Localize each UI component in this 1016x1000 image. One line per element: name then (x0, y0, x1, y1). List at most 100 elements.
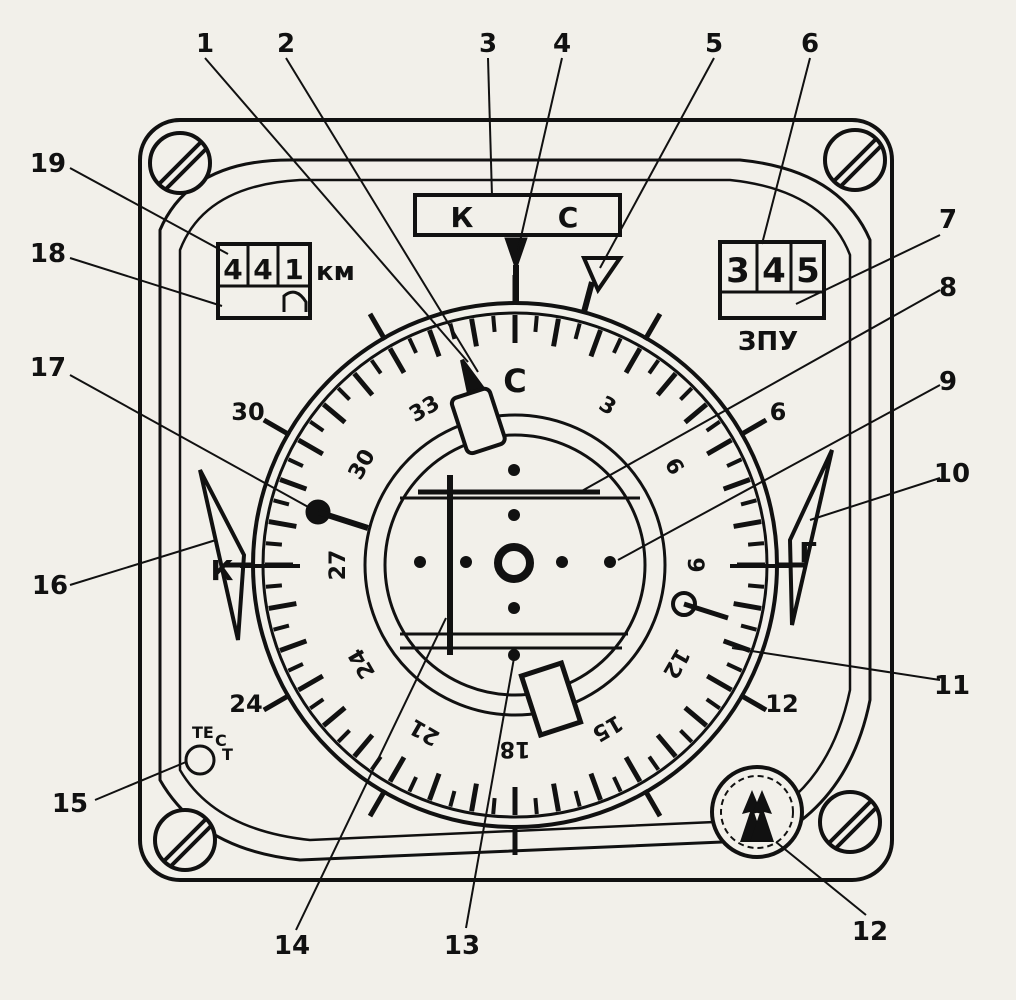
course-label: ЗПУ (738, 327, 798, 357)
distance-digit-1: 4 (223, 253, 242, 286)
callout-5: 5 (705, 29, 723, 59)
outer-num-12: 12 (765, 690, 798, 718)
callout-16: 16 (32, 571, 68, 601)
card-15: 15 (588, 709, 627, 746)
callout-13: 13 (444, 931, 480, 961)
course-digit-3: 5 (796, 251, 820, 291)
mode-window-right: С (558, 201, 579, 234)
outer-num-6: 6 (770, 398, 787, 426)
card-27: 27 (326, 550, 351, 581)
card-tick (448, 790, 457, 807)
outer-scale-numerals: 30 24 12 6 (229, 398, 798, 718)
card-tick (612, 776, 623, 793)
card-tick (336, 729, 351, 744)
card-tick (273, 498, 290, 507)
outer-scale-tick (642, 788, 663, 818)
card-tick (679, 386, 694, 401)
callout-7: 7 (939, 205, 957, 235)
card-tick (309, 419, 325, 433)
test-label-b: С (215, 731, 227, 750)
callout-17: 17 (30, 353, 66, 383)
card-tick (469, 783, 479, 812)
callout-19: 19 (30, 149, 66, 179)
card-tick (573, 323, 582, 340)
callout-4: 4 (553, 29, 571, 59)
callout-8: 8 (939, 273, 957, 303)
card-tick (612, 337, 623, 354)
radio-bearing-pointer (305, 499, 331, 525)
course-digit-2: 4 (762, 251, 786, 291)
screw-top-left (148, 131, 212, 195)
card-tick (706, 437, 733, 457)
card-tick (336, 386, 351, 401)
inner-card-numerals: С 33 30 27 24 21 18 15 12 9 6 3 (326, 362, 707, 761)
screw-top-right (823, 128, 887, 192)
card-tick (623, 347, 643, 374)
callout-1: 1 (196, 29, 214, 59)
distance-unit: км (316, 257, 355, 287)
card-tick (387, 347, 407, 374)
card-3: 3 (594, 392, 620, 421)
callout-3: 3 (479, 29, 497, 59)
card-tick (273, 623, 290, 632)
card-tick (297, 437, 324, 457)
card-tick (287, 662, 304, 673)
card-tick (279, 638, 308, 653)
outer-scale-tick (262, 417, 292, 438)
lubber-index-marker (504, 237, 528, 272)
card-tick (647, 755, 661, 771)
card-12: 12 (657, 644, 694, 683)
card-24: 24 (344, 644, 381, 683)
outer-scale-tick (367, 788, 388, 818)
instrument-housing (138, 118, 894, 882)
card-9: 9 (682, 557, 707, 572)
course-pointer-head (449, 358, 507, 456)
card-tick (679, 729, 694, 744)
callout-9: 9 (939, 367, 957, 397)
card-tick (733, 519, 762, 529)
card-tick (352, 733, 375, 759)
outer-scale-tick (262, 692, 292, 713)
card-tick (533, 315, 539, 333)
outer-scale-ticks (225, 275, 805, 855)
card-30: 30 (344, 445, 381, 484)
callout-10: 10 (934, 459, 970, 489)
card-tick (533, 797, 539, 815)
card-tick (722, 638, 751, 653)
test-button[interactable]: ТЕ С Т (184, 723, 233, 776)
card-tick (268, 519, 297, 529)
callout-12: 12 (852, 917, 888, 947)
card-tick (551, 318, 561, 347)
flag-right: Г (787, 449, 834, 626)
deviation-dots (414, 464, 616, 661)
card-tick (747, 541, 765, 547)
screw-bottom-left (153, 808, 217, 872)
card-tick (407, 337, 418, 354)
card-tick (369, 359, 383, 375)
card-tick (407, 776, 418, 793)
flag-right-label: Г (799, 536, 817, 569)
outer-scale-tick (738, 692, 768, 713)
card-6: 6 (659, 454, 688, 480)
card-18: 18 (500, 736, 531, 761)
card-tick (733, 601, 762, 611)
callout-2: 2 (277, 29, 295, 59)
course-set-knob[interactable] (710, 765, 804, 859)
mode-window-left: К (451, 201, 474, 234)
outer-scale-tick (642, 312, 663, 342)
card-tick (726, 662, 743, 673)
card-tick (683, 705, 709, 728)
card-tick (722, 477, 751, 492)
test-label-c: Т (222, 745, 233, 764)
card-tick (427, 329, 442, 358)
callout-numbers: 1 2 3 4 5 6 7 8 9 10 11 12 13 14 15 16 1… (30, 29, 970, 961)
card-tick (747, 583, 765, 589)
callout-15: 15 (52, 789, 88, 819)
card-tick (321, 402, 347, 425)
card-tick (551, 783, 561, 812)
center-aircraft-symbol (494, 543, 534, 583)
card-tick (352, 371, 375, 397)
card-tick (647, 359, 661, 375)
corner-screws (148, 128, 887, 872)
